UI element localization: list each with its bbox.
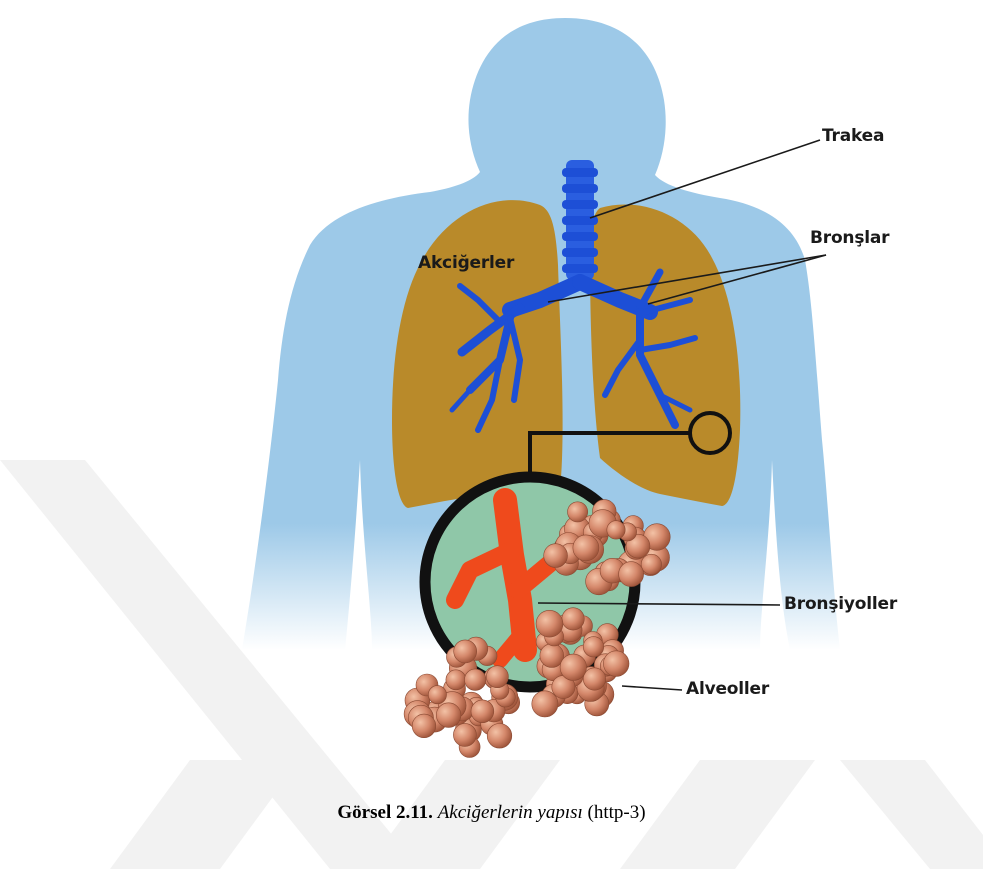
caption-source: (http-3)	[588, 802, 646, 823]
caption-title: Akciğerlerin yapısı	[438, 802, 583, 823]
alveolus	[562, 608, 584, 630]
alveolus	[540, 644, 564, 668]
alveolus	[486, 666, 508, 688]
alveolus	[607, 521, 625, 539]
alveolus	[583, 668, 605, 690]
alveolus	[487, 724, 512, 749]
alveolus	[619, 562, 644, 587]
alveolus	[454, 640, 477, 663]
caption-number: Görsel 2.11.	[337, 802, 433, 823]
label-akcigerler: Akciğerler	[418, 253, 514, 273]
alveolus	[641, 554, 661, 574]
trachea	[562, 160, 598, 280]
alveolus	[536, 610, 563, 637]
alveolus	[412, 714, 436, 738]
alveolus	[544, 544, 568, 568]
alveolus	[603, 651, 629, 677]
label-alveoller: Alveoller	[686, 679, 769, 699]
alveolus	[560, 654, 586, 680]
alveolus	[465, 669, 486, 690]
alveolus	[532, 691, 558, 717]
alveolus	[573, 535, 599, 561]
alveolus	[583, 637, 603, 657]
label-bronslar: Bronşlar	[810, 228, 889, 248]
alveolus	[568, 502, 588, 522]
alveolus	[436, 703, 461, 728]
alveolus	[446, 670, 466, 690]
label-trakea: Trakea	[822, 126, 884, 146]
alveolus	[453, 723, 476, 746]
alveolus	[471, 700, 494, 723]
label-bronsiyoller: Bronşiyoller	[784, 594, 897, 614]
figure-caption: Görsel 2.11. Akciğerlerin yapısı (http-3…	[0, 802, 983, 824]
alveolus	[428, 686, 446, 704]
